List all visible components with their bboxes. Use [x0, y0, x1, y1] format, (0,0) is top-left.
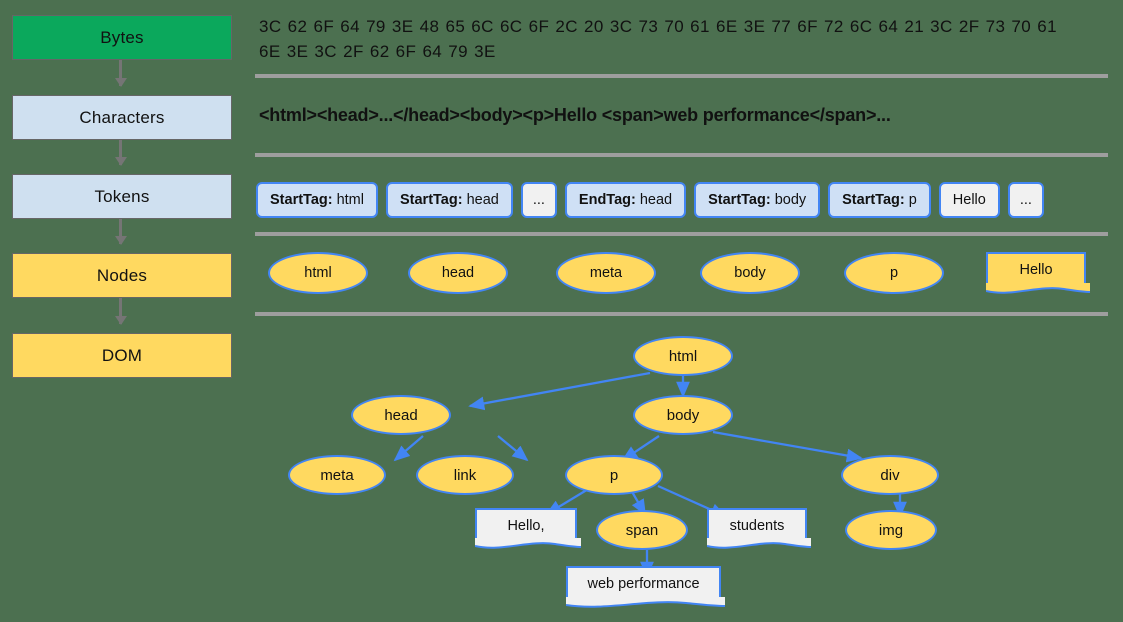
- tree-node-p[interactable]: p: [565, 455, 663, 495]
- node-label: head: [441, 265, 475, 281]
- token-ellipsis-2[interactable]: ...: [1007, 182, 1044, 218]
- tree-node-label: div: [880, 466, 900, 484]
- token-kind: StartTag:: [708, 192, 771, 208]
- tree-node-label: body: [666, 406, 700, 424]
- edge-head-link: [497, 435, 529, 462]
- token-value: body: [774, 192, 807, 208]
- node-label: p: [889, 265, 899, 281]
- tree-node-text-web-performance[interactable]: web performance: [566, 566, 725, 608]
- pipeline-stage-nodes: Nodes: [12, 253, 232, 298]
- pipeline-arrow-nodes-to-dom: [114, 298, 127, 325]
- node-body[interactable]: body: [700, 252, 800, 294]
- tree-node-label: head: [384, 406, 418, 424]
- pipeline-stage-label: Tokens: [94, 186, 150, 206]
- tree-node-label: meta: [320, 466, 354, 484]
- node-label: Hello: [1019, 262, 1053, 278]
- edge-html-head: [468, 371, 651, 411]
- tokens-row: StartTag:html StartTag:head ... EndTag:h…: [256, 182, 1052, 218]
- token-value: ...: [1019, 192, 1032, 208]
- tree-node-meta[interactable]: meta: [288, 455, 386, 495]
- token-value: Hello: [952, 192, 986, 208]
- characters-markup-text: <html><head>...</head><body><p>Hello <sp…: [259, 105, 891, 125]
- tree-node-head[interactable]: head: [351, 395, 451, 435]
- edge-body-div: [712, 430, 863, 463]
- edge-head-meta: [393, 435, 424, 462]
- tree-node-label: img: [878, 521, 904, 539]
- separator-after-nodes: [255, 312, 1108, 316]
- token-kind: EndTag:: [578, 192, 636, 208]
- token-starttag-head[interactable]: StartTag:head: [385, 182, 513, 218]
- token-starttag-p[interactable]: StartTag:p: [828, 182, 931, 218]
- token-value: ...: [532, 192, 545, 208]
- pipeline-arrow-tokens-to-nodes: [114, 219, 127, 245]
- tree-node-label: p: [609, 466, 619, 484]
- tree-node-text-hello[interactable]: Hello,: [475, 508, 581, 549]
- bytes-hex-text: 3C 62 6F 64 79 3E 48 65 6C 6C 6F 2C 20 3…: [259, 17, 1057, 61]
- pipeline-stage-label: Bytes: [100, 27, 144, 47]
- tree-node-body[interactable]: body: [633, 395, 733, 435]
- tree-node-span[interactable]: span: [596, 510, 688, 550]
- tree-node-link[interactable]: link: [416, 455, 514, 495]
- pipeline-stage-label: Nodes: [96, 265, 148, 285]
- separator-after-characters: [255, 153, 1108, 157]
- tree-node-label: web performance: [587, 576, 700, 592]
- tree-node-label: students: [729, 517, 785, 534]
- pipeline-arrow-characters-to-tokens: [114, 140, 127, 166]
- tree-node-text-students[interactable]: students: [707, 508, 811, 549]
- pipeline-stage-label: Characters: [79, 107, 165, 127]
- tree-node-label: Hello,: [507, 517, 545, 534]
- pipeline-stage-bytes: Bytes: [12, 15, 232, 60]
- token-value: head: [639, 192, 673, 208]
- tree-node-label: html: [668, 347, 698, 365]
- document-wave-icon: [475, 538, 581, 549]
- token-kind: StartTag:: [270, 192, 333, 208]
- token-value: p: [908, 192, 917, 208]
- tree-node-img[interactable]: img: [845, 510, 937, 550]
- node-p[interactable]: p: [844, 252, 944, 294]
- node-html[interactable]: html: [268, 252, 368, 294]
- document-wave-icon: [986, 283, 1090, 294]
- dom-tree-edges: [393, 371, 907, 578]
- node-text-hello[interactable]: Hello: [986, 252, 1090, 294]
- tree-node-label: span: [625, 521, 659, 539]
- tree-node-html[interactable]: html: [633, 336, 733, 376]
- separator-after-tokens: [255, 232, 1108, 236]
- node-head[interactable]: head: [408, 252, 508, 294]
- document-wave-icon: [707, 538, 811, 549]
- token-starttag-html[interactable]: StartTag:html: [256, 182, 378, 218]
- node-label: html: [304, 265, 332, 281]
- token-value: head: [466, 192, 499, 208]
- node-label: body: [734, 265, 766, 281]
- token-kind: StartTag:: [842, 192, 905, 208]
- token-starttag-body[interactable]: StartTag:body: [694, 182, 821, 218]
- pipeline-stage-dom: DOM: [12, 333, 232, 378]
- token-endtag-head[interactable]: EndTag:head: [564, 182, 687, 218]
- separator-after-bytes: [255, 74, 1108, 78]
- token-ellipsis-1[interactable]: ...: [520, 182, 557, 218]
- token-text-hello[interactable]: Hello: [938, 182, 1000, 218]
- pipeline-arrow-bytes-to-characters: [114, 60, 127, 87]
- pipeline-stage-label: DOM: [101, 345, 143, 365]
- pipeline-stage-tokens: Tokens: [12, 174, 232, 219]
- tree-node-div[interactable]: div: [841, 455, 939, 495]
- node-meta[interactable]: meta: [556, 252, 656, 294]
- token-value: html: [336, 192, 364, 208]
- pipeline-stage-characters: Characters: [12, 95, 232, 140]
- document-wave-icon: [566, 597, 725, 608]
- token-kind: StartTag:: [399, 192, 463, 208]
- tree-node-label: link: [453, 466, 477, 484]
- node-label: meta: [589, 265, 623, 281]
